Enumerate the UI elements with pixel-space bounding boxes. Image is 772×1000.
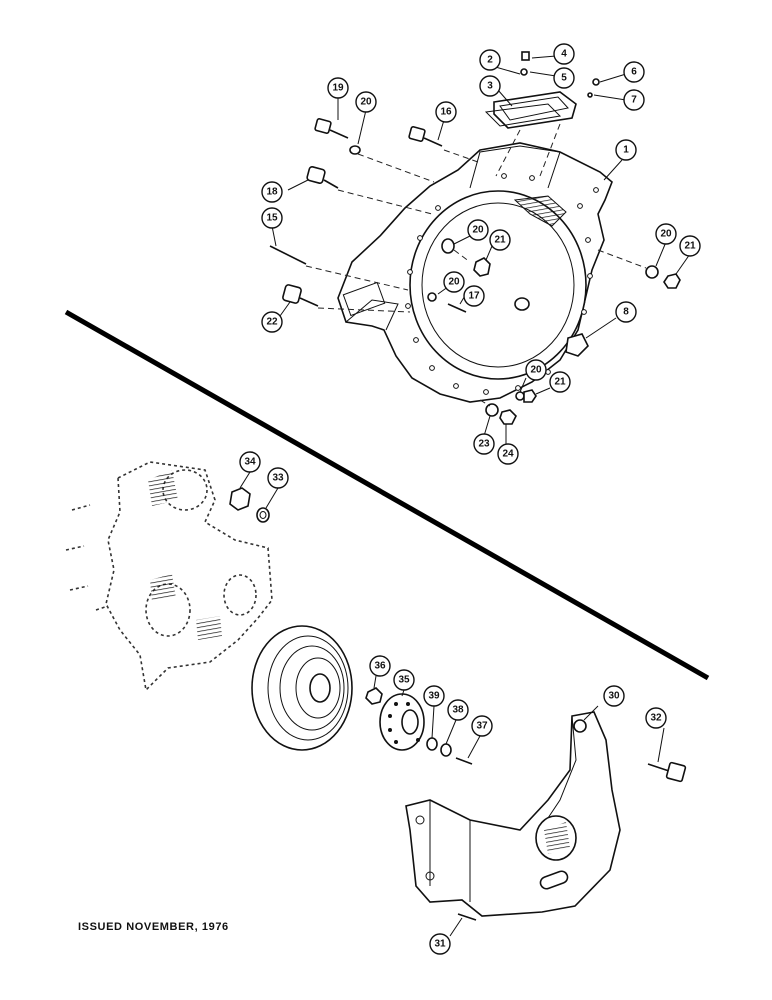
svg-text:20: 20 xyxy=(472,225,484,236)
callout-37: 37 xyxy=(471,715,493,737)
section-divider xyxy=(64,309,710,681)
plug-8 xyxy=(565,333,589,357)
callout-35: 35 xyxy=(393,669,415,691)
mounting-bracket xyxy=(405,711,621,917)
svg-text:3: 3 xyxy=(487,81,493,92)
bolt-32 xyxy=(647,761,687,783)
svg-text:16: 16 xyxy=(440,107,452,118)
svg-text:2: 2 xyxy=(487,55,493,66)
callout-2: 2 xyxy=(479,49,501,71)
svg-text:36: 36 xyxy=(374,661,386,672)
callout-20-c: 20 xyxy=(443,271,465,293)
svg-text:15: 15 xyxy=(266,213,278,224)
leader-lines xyxy=(239,55,691,937)
bolt-16 xyxy=(408,126,443,147)
callout-6: 6 xyxy=(623,61,645,83)
svg-text:8: 8 xyxy=(623,307,629,318)
svg-text:24: 24 xyxy=(502,449,514,460)
pulley-hub xyxy=(379,693,425,751)
nut-washer-33-34 xyxy=(229,487,270,523)
callout-1: 1 xyxy=(615,139,637,161)
svg-text:21: 21 xyxy=(494,235,506,246)
bolt-22 xyxy=(282,284,319,307)
svg-text:1: 1 xyxy=(623,145,629,156)
svg-text:38: 38 xyxy=(452,705,464,716)
crankshaft-pulley xyxy=(251,625,353,751)
bolt-17 xyxy=(447,303,467,313)
svg-text:20: 20 xyxy=(660,229,672,240)
callout-16: 16 xyxy=(435,101,457,123)
svg-text:6: 6 xyxy=(631,67,637,78)
alignment-lines-top xyxy=(305,123,647,407)
callout-8: 8 xyxy=(615,301,637,323)
svg-text:33: 33 xyxy=(272,473,284,484)
callout-17: 17 xyxy=(463,285,485,307)
svg-text:21: 21 xyxy=(684,241,696,252)
callout-19: 19 xyxy=(327,77,349,99)
svg-text:20: 20 xyxy=(360,97,372,108)
callout-36: 36 xyxy=(369,655,391,677)
issue-date: ISSUED NOVEMBER, 1976 xyxy=(78,921,229,933)
svg-text:21: 21 xyxy=(554,377,566,388)
svg-text:18: 18 xyxy=(266,187,278,198)
callout-20-a: 20 xyxy=(355,91,377,113)
pin-31 xyxy=(457,913,477,921)
svg-text:22: 22 xyxy=(266,317,278,328)
flywheel-housing xyxy=(337,142,613,403)
callout-20-d: 20 xyxy=(655,223,677,245)
svg-text:31: 31 xyxy=(434,939,446,950)
callout-15: 15 xyxy=(261,207,283,229)
svg-text:20: 20 xyxy=(448,277,460,288)
bolt-19 xyxy=(314,118,349,139)
svg-text:39: 39 xyxy=(428,691,440,702)
callout-18: 18 xyxy=(261,181,283,203)
svg-text:32: 32 xyxy=(650,713,662,724)
svg-text:34: 34 xyxy=(244,457,256,468)
svg-text:20: 20 xyxy=(530,365,542,376)
svg-text:30: 30 xyxy=(608,691,620,702)
screws-small xyxy=(520,51,600,98)
svg-text:19: 19 xyxy=(332,83,344,94)
callout-5: 5 xyxy=(553,67,575,89)
callout-21-b: 21 xyxy=(679,235,701,257)
callout-31: 31 xyxy=(429,933,451,955)
callout-20-b: 20 xyxy=(467,219,489,241)
bolt-18 xyxy=(306,166,339,189)
svg-text:37: 37 xyxy=(476,721,488,732)
callout-7: 7 xyxy=(623,89,645,111)
callout-23: 23 xyxy=(473,433,495,455)
svg-text:5: 5 xyxy=(561,73,567,84)
callout-39: 39 xyxy=(423,685,445,707)
callout-33: 33 xyxy=(267,467,289,489)
svg-text:23: 23 xyxy=(478,439,490,450)
cover-plate xyxy=(493,91,577,129)
callout-38: 38 xyxy=(447,699,469,721)
callout-22: 22 xyxy=(261,311,283,333)
plate-gasket xyxy=(484,103,562,127)
callout-32: 32 xyxy=(645,707,667,729)
callout-4: 4 xyxy=(553,43,575,65)
svg-text:35: 35 xyxy=(398,675,410,686)
callout-20-e: 20 xyxy=(525,359,547,381)
svg-text:17: 17 xyxy=(468,291,480,302)
hub-hardware xyxy=(365,687,473,765)
bolt-15 xyxy=(269,245,307,265)
callout-21-c: 21 xyxy=(549,371,571,393)
svg-text:4: 4 xyxy=(561,49,567,60)
callout-21-a: 21 xyxy=(489,229,511,251)
callout-30: 30 xyxy=(603,685,625,707)
timing-cover-ghost xyxy=(65,461,273,692)
callout-24: 24 xyxy=(497,443,519,465)
callout-3: 3 xyxy=(479,75,501,97)
callout-34: 34 xyxy=(239,451,261,473)
svg-text:7: 7 xyxy=(631,95,637,106)
